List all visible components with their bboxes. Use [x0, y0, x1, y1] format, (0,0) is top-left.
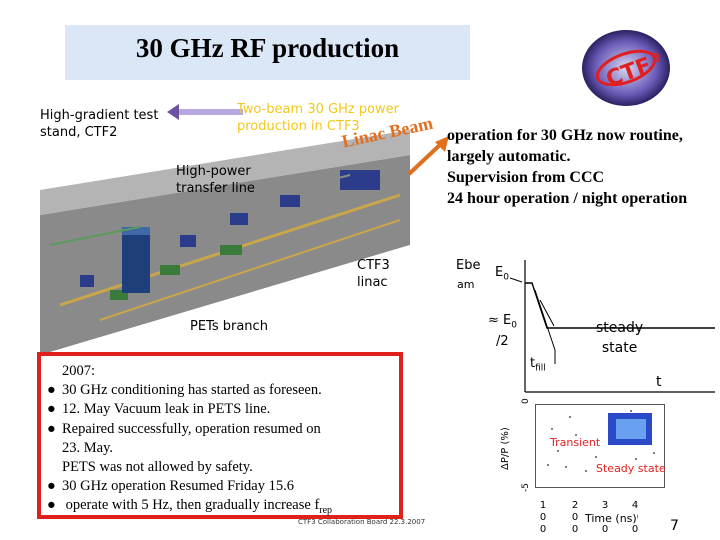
steady-line-2: state	[601, 340, 638, 356]
steady-state-label: steady state	[596, 318, 643, 358]
footer-text: CTF3 Collaboration Board 22.3.2007	[298, 518, 426, 526]
ebeam-label-2: am	[457, 278, 475, 291]
plot-xtick-100: 1 0 0	[539, 500, 547, 535]
note-item-5: PETS was not allowed by safety.	[62, 459, 253, 476]
label-ctf3-linac-line1: CTF3	[357, 258, 390, 273]
label-ctf3-linac-line2: linac	[357, 275, 388, 290]
page-number: 7	[670, 518, 679, 534]
ctf3-logo: CTF 3	[582, 30, 670, 106]
half-e0-label: ≈ E0 /2	[488, 313, 517, 350]
energy-sketch	[509, 260, 715, 393]
tfill-sub: fill	[535, 363, 546, 374]
arrow-linac-beam	[407, 136, 449, 176]
half-tail: /2	[496, 333, 509, 349]
label-pets-branch: PETs branch	[190, 319, 268, 334]
label-ctf3-linac: CTF3 linac	[357, 257, 390, 291]
summary-line-3: Supervision from CCC	[447, 169, 605, 186]
plot-ylabel: ΔP/P (%)	[500, 427, 511, 470]
plot-xlabel: Time (ns)	[585, 512, 637, 525]
note-item-7: ● operate with 5 Hz, then gradually incr…	[47, 496, 393, 520]
label-high-gradient-line1: High-gradient test	[40, 108, 159, 123]
bullet-icon: ●	[47, 478, 56, 495]
svg-text:3: 3	[652, 51, 660, 65]
notes-box: 2007: ● 30 GHz conditioning has started a…	[37, 352, 403, 519]
note-text-2: 12. May Vacuum leak in PETS line.	[62, 401, 271, 418]
label-high-power-line2: transfer line	[176, 181, 255, 196]
e0-text: E	[495, 265, 504, 280]
measured-plot	[535, 404, 665, 488]
label-high-gradient: High-gradient test stand, CTF2	[40, 107, 158, 141]
summary-line-1: operation for 30 GHz now routine,	[447, 127, 683, 144]
bullet-icon: ●	[47, 401, 56, 418]
label-two-beam-line2: production in CTF3	[237, 119, 360, 134]
arrow-high-gradient	[167, 104, 243, 120]
annotation-steady-state: Steady state	[596, 462, 666, 475]
plot-xtick-200: 2 0 0	[571, 500, 579, 535]
notes-header: 2007:	[62, 363, 96, 379]
e0-sub: 0	[503, 272, 509, 283]
label-high-power-line1: High-power	[176, 164, 251, 179]
label-two-beam-line1: Two-beam 30 GHz power	[237, 102, 399, 117]
steady-line-1: steady	[596, 320, 644, 336]
t-axis-label: t	[656, 374, 662, 390]
label-high-power: High-power transfer line	[176, 163, 255, 197]
label-two-beam: Two-beam 30 GHz power production in CTF3	[237, 101, 399, 135]
note-item-4: 23. May.	[62, 439, 114, 456]
summary-line-2: largely automatic.	[447, 148, 571, 165]
note-item-1: ● 30 GHz conditioning has started as fore…	[47, 381, 393, 400]
bullet-icon: ●	[47, 420, 56, 437]
plot-ytick-0: 0	[521, 398, 531, 404]
tfill-text: t	[530, 356, 536, 371]
note-text-3: Repaired successfully, operation resumed…	[62, 420, 321, 437]
ebeam-text: Ebe	[456, 258, 481, 273]
title-background	[65, 25, 470, 80]
note-text-7: operate with 5 Hz, then gradually increa…	[62, 497, 320, 514]
note-sub-rep: rep	[319, 505, 333, 517]
note-item-3: ● Repaired successfully, operation resume…	[47, 420, 393, 439]
annotation-transient: Transient	[550, 436, 601, 449]
tfill-label: tfill	[530, 356, 546, 374]
e0-label: E0	[495, 265, 509, 283]
summary-line-4: 24 hour operation / night operation	[447, 190, 688, 207]
slide-title: 30 GHz RF production	[135, 33, 400, 63]
half-text: ≈ E	[488, 313, 512, 328]
plot-ytick-neg5: -5	[521, 483, 531, 492]
half-sub: 0	[511, 320, 517, 331]
bullet-icon: ●	[47, 382, 56, 399]
operation-summary: operation for 30 GHz now routine, largel…	[447, 125, 687, 209]
note-text-1: 30 GHz conditioning has started as fores…	[62, 382, 322, 399]
note-item-2: ● 12. May Vacuum leak in PETS line.	[47, 400, 393, 419]
bullet-icon: ●	[47, 497, 56, 514]
label-high-gradient-line2: stand, CTF2	[40, 125, 118, 140]
measured-plot-svg	[547, 410, 655, 472]
note-item-6: ● 30 GHz operation Resumed Friday 15.6	[47, 477, 393, 496]
facility-image	[40, 95, 410, 355]
note-text-6: 30 GHz operation Resumed Friday 15.6	[62, 478, 294, 495]
ebeam-label: Ebe	[456, 258, 480, 273]
